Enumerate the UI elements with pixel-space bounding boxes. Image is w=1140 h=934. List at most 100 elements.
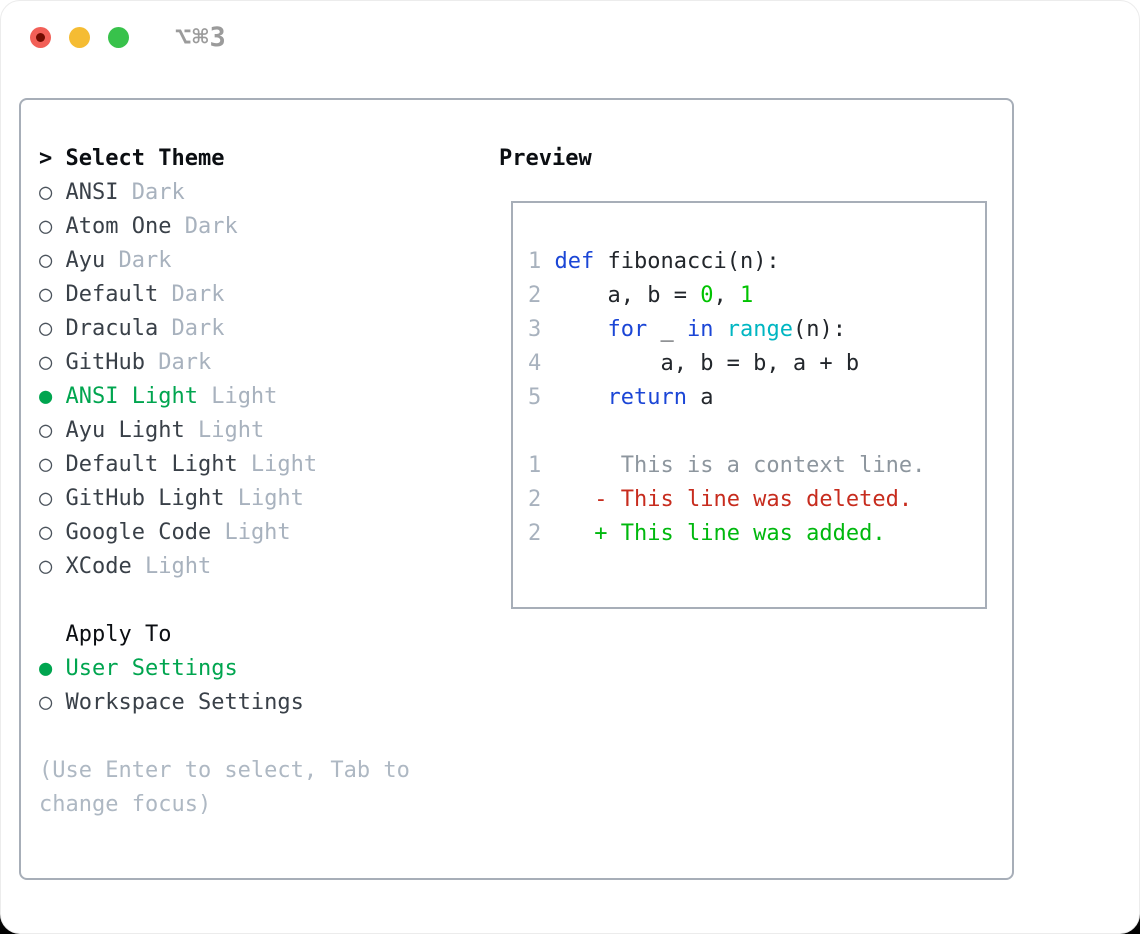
theme-option[interactable]: ○ Default Dark: [39, 278, 499, 312]
theme-variant-tag: Light: [131, 554, 212, 579]
theme-variant-tag: Dark: [105, 248, 172, 273]
line-number: 4: [528, 351, 555, 376]
keyboard-shortcut-label: ⌥⌘3: [175, 22, 227, 53]
line-number: 2: [528, 283, 555, 308]
spacer: [39, 584, 499, 618]
code-segment: a, b =: [554, 283, 701, 308]
preview-column: Preview 1 def fibonacci(n): 2 a, b = 0, 1…: [499, 142, 992, 878]
theme-option[interactable]: ○ Default Light Light: [39, 448, 499, 482]
theme-variant-tag: Light: [197, 384, 278, 409]
theme-name: XCode: [65, 554, 132, 579]
theme-variant-tag: Light: [224, 486, 304, 511]
theme-name: Google Code: [65, 520, 212, 545]
minimize-button-icon[interactable]: [69, 27, 90, 48]
code-segment: _: [647, 317, 687, 342]
theme-name: Default Light: [65, 452, 238, 477]
radio-icon: ○: [39, 520, 66, 545]
theme-variant-tag: Light: [237, 452, 318, 477]
theme-option[interactable]: ○ XCode Light: [39, 550, 499, 584]
code-line: 5 return a: [528, 381, 985, 415]
code-line: 2 a, b = 0, 1: [528, 279, 985, 313]
code-segment: 1: [739, 283, 754, 308]
spacer: [528, 415, 985, 449]
apply-to-header: Apply To: [39, 618, 499, 652]
code-segment: 0: [700, 283, 714, 308]
diff-line-deleted: 2 - This line was deleted.: [528, 483, 985, 517]
theme-option[interactable]: ○ Google Code Light: [39, 516, 499, 550]
diff-line-context: 1 This is a context line.: [528, 449, 985, 483]
apply-to-option-label: User Settings: [65, 656, 238, 681]
apply-to-option[interactable]: ● User Settings: [39, 652, 499, 686]
theme-name: Atom One: [65, 214, 172, 239]
diff-line-added: 2 + This line was added.: [528, 517, 985, 551]
theme-option[interactable]: ○ Dracula Dark: [39, 312, 499, 346]
theme-option[interactable]: ○ GitHub Dark: [39, 346, 499, 380]
radio-icon: ○: [39, 554, 66, 579]
traffic-lights: [30, 27, 147, 48]
radio-icon: ○: [39, 350, 66, 375]
code-segment: in: [686, 317, 714, 342]
diff-text: This line was deleted.: [620, 487, 913, 512]
theme-name: Dracula: [65, 316, 159, 341]
theme-option[interactable]: ○ Atom One Dark: [39, 210, 499, 244]
theme-name: Ayu Light: [65, 418, 185, 443]
preview-title: Preview: [499, 146, 592, 171]
theme-variant-tag: Dark: [171, 214, 238, 239]
line-number: 1: [528, 249, 555, 274]
radio-icon: ○: [39, 486, 66, 511]
diff-marker-icon: -: [554, 487, 621, 512]
theme-name: Default: [65, 282, 159, 307]
theme-variant-tag: Dark: [158, 316, 225, 341]
radio-selected-icon: ●: [39, 384, 66, 409]
diff-preview: 1 This is a context line.2 - This line w…: [528, 449, 985, 551]
line-number: 2: [528, 521, 555, 546]
radio-icon: ○: [39, 282, 66, 307]
theme-option[interactable]: ○ Ayu Light Light: [39, 414, 499, 448]
radio-selected-icon: ●: [39, 656, 66, 681]
apply-to-option-label: Workspace Settings: [65, 690, 304, 715]
theme-variant-tag: Dark: [118, 180, 185, 205]
radio-icon: ○: [39, 180, 66, 205]
theme-variant-tag: Dark: [144, 350, 212, 375]
code-segment: [555, 385, 608, 410]
help-text: (Use Enter to select, Tab to change focu…: [39, 758, 410, 817]
code-segment: ,: [713, 283, 740, 308]
theme-variant-tag: Light: [211, 520, 291, 545]
diff-context-text: This is a context line.: [554, 453, 926, 478]
code-line: 4 a, b = b, a + b: [528, 347, 985, 381]
theme-option[interactable]: ○ ANSI Dark: [39, 176, 499, 210]
apply-to-option[interactable]: ○ Workspace Settings: [39, 686, 499, 720]
theme-option[interactable]: ○ GitHub Light Light: [39, 482, 499, 516]
theme-column: > Select Theme ○ ANSI Dark○ Atom One Dar…: [39, 142, 499, 878]
close-button-icon[interactable]: [30, 27, 51, 48]
theme-option[interactable]: ● ANSI Light Light: [39, 380, 499, 414]
theme-name: GitHub: [65, 350, 145, 375]
close-dot-icon: [36, 33, 45, 42]
theme-name: GitHub Light: [65, 486, 225, 511]
code-line: 3 for _ in range(n):: [528, 313, 985, 347]
theme-variant-tag: Dark: [158, 282, 225, 307]
line-number: 1: [528, 453, 555, 478]
diff-marker-icon: +: [554, 521, 621, 546]
code-segment: def: [554, 249, 595, 274]
code-segment: a, b = b, a + b: [554, 351, 860, 376]
header-indent: [39, 622, 66, 647]
theme-list: ○ ANSI Dark○ Atom One Dark○ Ayu Dark○ De…: [39, 176, 499, 584]
line-number: 2: [528, 487, 555, 512]
radio-icon: ○: [39, 214, 66, 239]
zoom-button-icon[interactable]: [108, 27, 129, 48]
theme-option[interactable]: ○ Ayu Dark: [39, 244, 499, 278]
select-theme-header: > Select Theme: [39, 142, 499, 176]
radio-icon: ○: [39, 690, 66, 715]
header-caret-icon: >: [39, 146, 66, 171]
theme-name: ANSI Light: [65, 384, 198, 409]
code-segment: a: [686, 385, 714, 410]
code-segment: return: [607, 385, 687, 410]
code-segment: [713, 317, 726, 342]
radio-icon: ○: [39, 316, 66, 341]
apply-to-title: Apply To: [65, 622, 172, 647]
line-number: 5: [528, 385, 555, 410]
code-segment: fibonacci(n):: [594, 249, 780, 274]
